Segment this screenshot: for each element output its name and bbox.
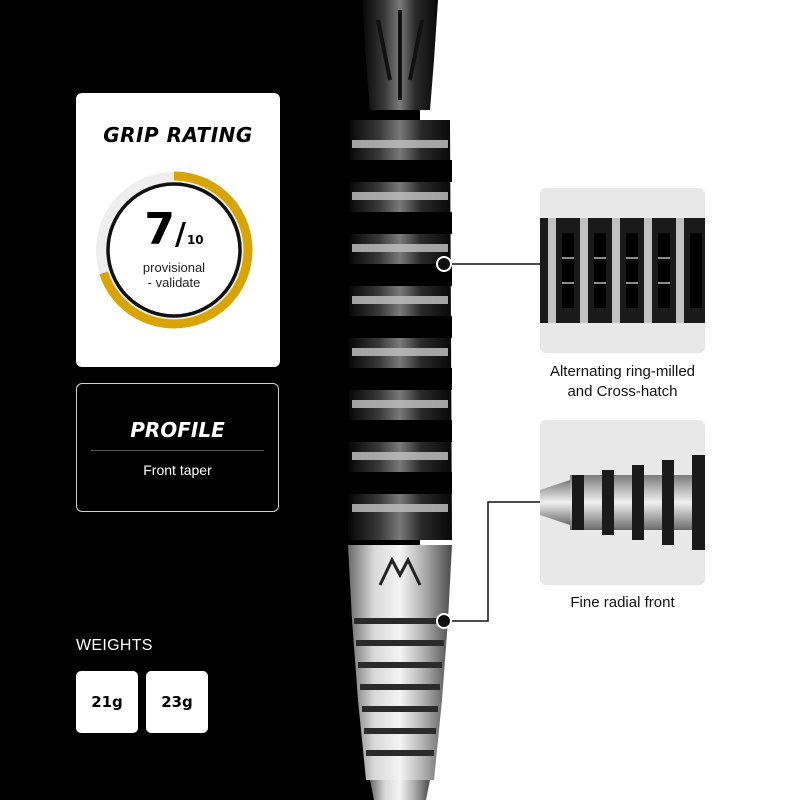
- weight-option-21g[interactable]: 21g: [76, 671, 138, 733]
- ring-milled-closeup-icon: [540, 218, 705, 323]
- radial-front-closeup-icon: [540, 455, 705, 550]
- grip-rating-title: GRIP RATING: [103, 123, 253, 147]
- light-background-panel: [420, 0, 800, 800]
- weights-title: WEIGHTS: [76, 637, 153, 654]
- weight-option-23g[interactable]: 23g: [146, 671, 208, 733]
- detail-image-radial-front: [540, 420, 705, 585]
- detail-caption-1-line-1: Alternating ring-milled: [549, 363, 696, 380]
- grip-score-slash: /: [174, 217, 186, 252]
- profile-card: PROFILE Front taper: [76, 383, 279, 512]
- gauge-rating-arc: [99, 171, 253, 329]
- grip-score-display: 7/10 provisional - validate: [90, 166, 258, 334]
- profile-value: Front taper: [143, 462, 212, 478]
- profile-divider: [91, 450, 264, 451]
- grip-rating-card: GRIP RATING 7/10 provisional - validate: [76, 93, 280, 367]
- grip-score-row: 7/10: [90, 208, 258, 253]
- grip-score-note: provisional - validate: [90, 260, 258, 290]
- grip-note-line-1: provisional: [142, 260, 206, 275]
- detail-caption-radial-front: Fine radial front: [510, 593, 735, 613]
- detail-image-ring-milled: [540, 188, 705, 353]
- grip-rating-gauge: [96, 171, 253, 329]
- detail-caption-2-line-1: Fine radial front: [570, 594, 675, 611]
- grip-score-max: 10: [186, 233, 204, 247]
- detail-caption-ring-milled: Alternating ring-milled and Cross-hatch: [510, 362, 735, 402]
- grip-note-line-2: - validate: [147, 275, 201, 290]
- grip-score-value: 7: [144, 204, 175, 255]
- dart-barrel-image: [348, 0, 452, 800]
- gauge-inner-circle: [106, 182, 242, 318]
- detail-caption-1-line-2: and Cross-hatch: [567, 383, 678, 400]
- profile-title: PROFILE: [130, 418, 225, 442]
